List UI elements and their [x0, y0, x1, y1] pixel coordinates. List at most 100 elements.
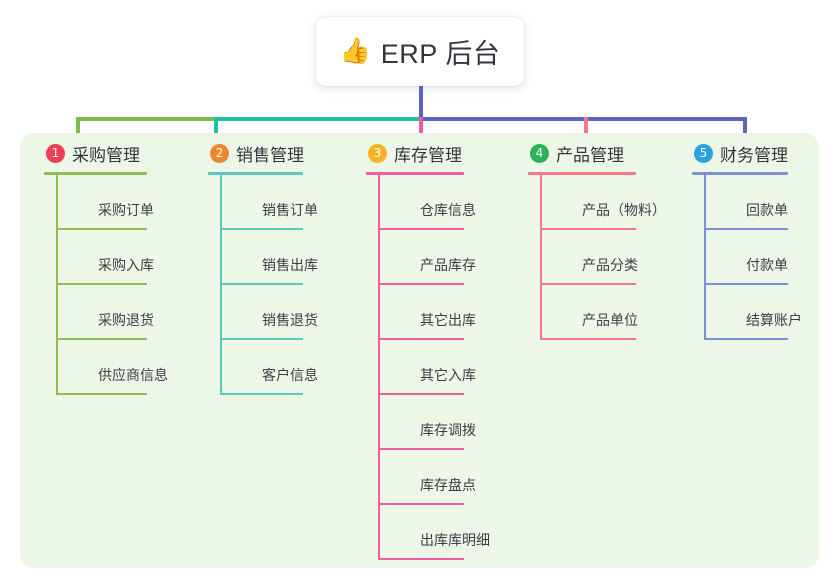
- branch-item-label: 其它入库: [420, 367, 476, 383]
- branch-inventory: 仓库信息产品库存其它出库其它入库库存调拨库存盘点出库库明细: [366, 175, 524, 560]
- branch-item[interactable]: 付款单: [706, 230, 839, 285]
- root-trunk-connector: [419, 86, 423, 118]
- branch-item-label: 销售退货: [262, 312, 318, 328]
- branch-item-label: 出库库明细: [420, 532, 490, 548]
- bus-segment-green: [76, 117, 216, 121]
- branch-item-label: 产品库存: [420, 257, 476, 273]
- branch-item-label: 采购退货: [98, 312, 154, 328]
- branch-item-underline: [380, 338, 464, 340]
- branch-item-label: 采购订单: [98, 202, 154, 218]
- thumbs-up-icon: 👍: [339, 37, 371, 65]
- column-header-purchase[interactable]: 1 采购管理: [44, 140, 204, 166]
- column-title: 库存管理: [394, 145, 462, 165]
- branch-item-underline: [380, 283, 464, 285]
- branch-spine: [540, 175, 542, 340]
- branch-item-underline: [58, 228, 147, 230]
- branch-item-underline: [222, 283, 303, 285]
- branch-item-underline: [380, 503, 464, 505]
- root-node-title: ERP 后台: [380, 39, 501, 69]
- branch-item-label: 回款单: [746, 202, 788, 218]
- branch-item-underline: [380, 558, 464, 560]
- branch-item-label: 销售出库: [262, 257, 318, 273]
- column-inventory: 3 库存管理仓库信息产品库存其它出库其它入库库存调拨库存盘点出库库明细: [366, 140, 524, 560]
- diagram-panel: [20, 133, 819, 568]
- branch-item-underline: [542, 338, 636, 340]
- branch-item-underline: [222, 228, 303, 230]
- branch-item[interactable]: 库存调拨: [380, 395, 524, 450]
- branch-item[interactable]: 其它入库: [380, 340, 524, 395]
- branch-item-label: 采购入库: [98, 257, 154, 273]
- column-header-product[interactable]: 4 产品管理: [528, 140, 688, 166]
- bus-segment-blue: [419, 117, 747, 121]
- branch-item-underline: [706, 283, 788, 285]
- branch-item[interactable]: 客户信息: [222, 340, 363, 395]
- column-title: 采购管理: [72, 145, 140, 165]
- branch-item-underline: [706, 338, 788, 340]
- branch-item-label: 库存盘点: [420, 477, 476, 493]
- branch-item-label: 供应商信息: [98, 367, 168, 383]
- bus-segment-teal: [216, 117, 421, 121]
- branch-item[interactable]: 产品分类: [542, 230, 688, 285]
- branch-item[interactable]: 结算账户: [706, 285, 839, 340]
- column-title: 产品管理: [556, 145, 624, 165]
- column-number-badge: 2: [210, 143, 229, 163]
- branch-item-label: 客户信息: [262, 367, 318, 383]
- branch-item-underline: [380, 393, 464, 395]
- column-product: 4 产品管理产品（物料） 产品分类产品单位: [528, 140, 688, 340]
- column-underline: [528, 172, 636, 175]
- branch-item-label: 产品（物料）: [582, 202, 666, 218]
- column-number-badge: 4: [530, 143, 549, 163]
- branch-spine: [704, 175, 706, 340]
- branch-item-label: 仓库信息: [420, 202, 476, 218]
- column-underline: [208, 172, 303, 175]
- column-number-badge: 3: [368, 143, 387, 163]
- branch-item[interactable]: 库存盘点: [380, 450, 524, 505]
- branch-item[interactable]: 销售出库: [222, 230, 363, 285]
- branch-item-label: 付款单: [746, 257, 788, 273]
- branch-item[interactable]: 仓库信息: [380, 175, 524, 230]
- column-underline: [692, 172, 788, 175]
- branch-item-underline: [222, 393, 303, 395]
- branch-item[interactable]: 产品（物料）: [542, 175, 688, 230]
- branch-item[interactable]: 回款单: [706, 175, 839, 230]
- branch-item-label: 产品单位: [582, 312, 638, 328]
- branch-product: 产品（物料） 产品分类产品单位: [528, 175, 688, 340]
- branch-item-underline: [58, 393, 147, 395]
- branch-item[interactable]: 供应商信息: [58, 340, 204, 395]
- branch-item-label: 销售订单: [262, 202, 318, 218]
- branch-item[interactable]: 采购订单: [58, 175, 204, 230]
- branch-item-label: 其它出库: [420, 312, 476, 328]
- branch-item[interactable]: 产品单位: [542, 285, 688, 340]
- branch-item-underline: [380, 228, 464, 230]
- branch-item-underline: [222, 338, 303, 340]
- column-purchase: 1 采购管理采购订单采购入库采购退货供应商信息: [44, 140, 204, 395]
- root-node-card[interactable]: 👍 ERP 后台: [316, 17, 524, 86]
- branch-item-underline: [706, 228, 788, 230]
- branch-item-underline: [380, 448, 464, 450]
- branch-item[interactable]: 采购退货: [58, 285, 204, 340]
- column-title: 财务管理: [720, 145, 788, 165]
- branch-item-label: 产品分类: [582, 257, 638, 273]
- branch-item-label: 结算账户: [746, 312, 802, 328]
- branch-item-underline: [58, 338, 147, 340]
- column-underline: [366, 172, 464, 175]
- branch-item[interactable]: 出库库明细: [380, 505, 524, 560]
- branch-item[interactable]: 产品库存: [380, 230, 524, 285]
- column-header-inventory[interactable]: 3 库存管理: [366, 140, 524, 166]
- branch-item[interactable]: 销售退货: [222, 285, 363, 340]
- branch-spine: [220, 175, 222, 395]
- branch-item-underline: [58, 283, 147, 285]
- branch-spine: [378, 175, 380, 560]
- column-underline: [44, 172, 147, 175]
- branch-finance: 回款单付款单结算账户: [692, 175, 839, 340]
- branch-item[interactable]: 采购入库: [58, 230, 204, 285]
- branch-sales: 销售订单销售出库销售退货客户信息: [208, 175, 363, 395]
- branch-item[interactable]: 销售订单: [222, 175, 363, 230]
- branch-item[interactable]: 其它出库: [380, 285, 524, 340]
- branch-purchase: 采购订单采购入库采购退货供应商信息: [44, 175, 204, 395]
- column-number-badge: 1: [46, 143, 65, 163]
